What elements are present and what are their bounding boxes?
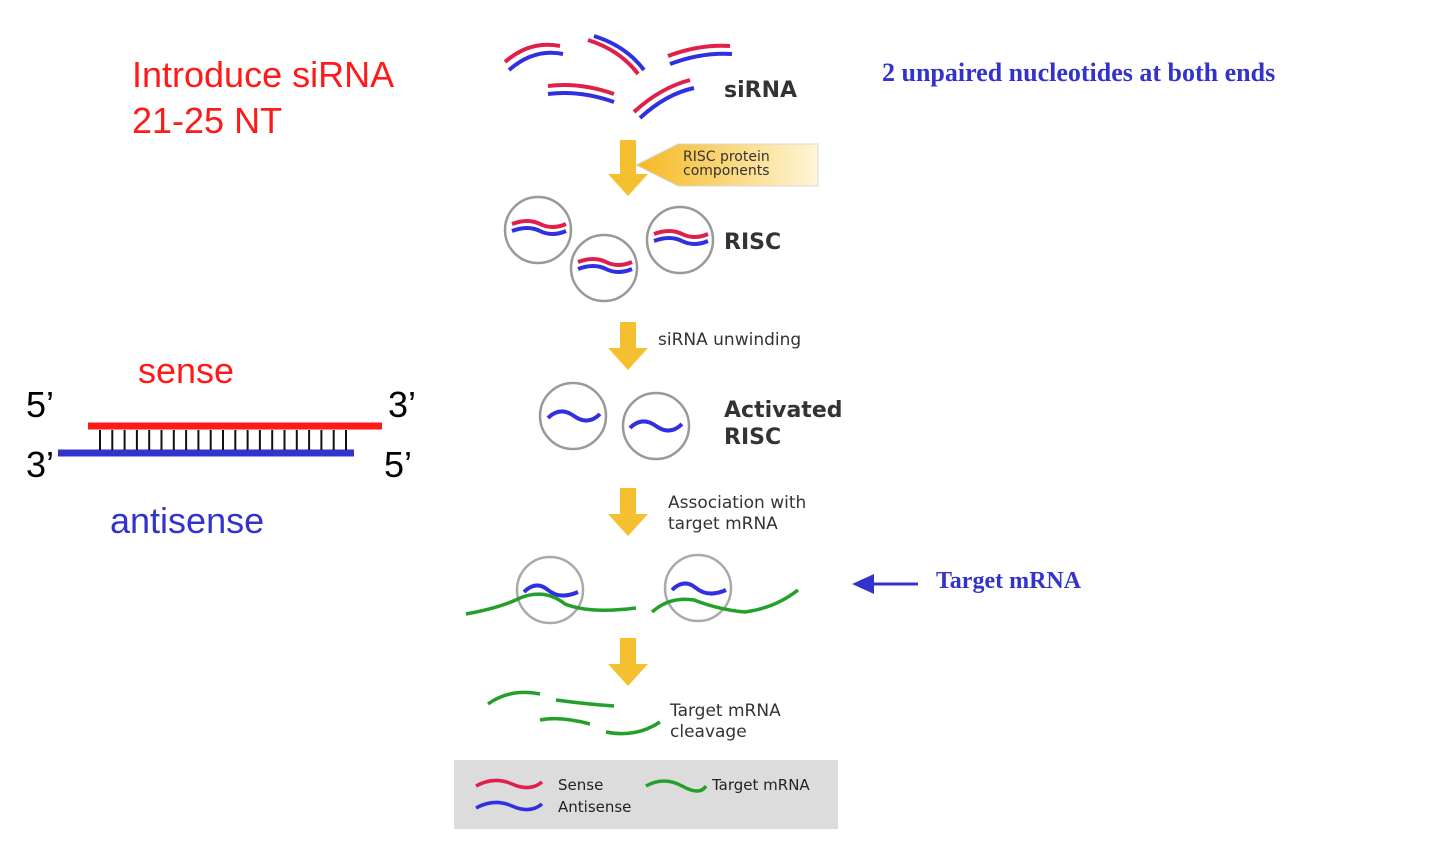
arrow-2	[608, 322, 648, 370]
risc-1	[503, 195, 573, 265]
step-association-label-line-2: target mRNA	[668, 514, 778, 534]
sirna-duplexes	[503, 34, 733, 120]
target-mrna-strand-2	[650, 588, 800, 614]
sirna-duplex-3	[667, 43, 733, 66]
prime-top-right: 3’	[388, 384, 417, 425]
activated-risc-1	[538, 381, 608, 451]
step-sirna-label: siRNA	[724, 78, 798, 103]
legend-box	[454, 760, 838, 829]
risc-protein-label-line-2: components	[683, 163, 770, 179]
step-unwinding-label: siRNA unwinding	[658, 330, 802, 350]
base-pair-rungs	[99, 430, 347, 450]
sirna-duplex-1	[503, 42, 564, 72]
legend-swatches	[475, 778, 708, 812]
antisense-label: antisense	[110, 500, 265, 541]
sirna-duplex-4	[547, 83, 615, 104]
target-pointer-arrow	[852, 574, 918, 594]
legend-sense-swatch	[475, 778, 544, 790]
prime-bottom-left: 3’	[26, 444, 55, 485]
sirna-duplex	[58, 422, 382, 457]
fragment-1	[486, 690, 541, 706]
target-mrna-strand-1	[465, 592, 637, 616]
legend-target-label: Target mRNA	[712, 776, 810, 794]
arrow-3	[608, 488, 648, 536]
risc-complexes	[503, 195, 715, 303]
step-activated-label-line-1: Activated	[724, 398, 843, 423]
cleaved-fragments	[486, 690, 661, 736]
title-line-2: 21-25 NT	[132, 100, 283, 141]
arrow-4	[608, 638, 648, 686]
process-arrows	[608, 140, 648, 686]
risc-protein-callout	[634, 143, 819, 187]
activated-risc	[538, 381, 691, 461]
fragment-2	[555, 698, 615, 708]
step-risc-label: RISC	[724, 230, 782, 255]
legend-antisense-label: Antisense	[558, 798, 632, 816]
target-mrna-pointer-label: Target mRNA	[936, 568, 1082, 594]
legend-target-swatch	[645, 779, 708, 793]
risc-protein-label-line-1: RISC protein	[683, 149, 770, 165]
step-cleavage-label-line-2: cleavage	[670, 722, 747, 742]
legend-antisense-swatch	[475, 800, 544, 812]
sirna-duplex-2	[587, 34, 646, 76]
fragment-3	[539, 716, 591, 726]
legend-sense-label: Sense	[558, 776, 604, 794]
activated-risc-2	[621, 391, 691, 461]
unpaired-nucleotides-note: 2 unpaired nucleotides at both ends	[882, 58, 1276, 87]
step-cleavage-label-line-1: Target mRNA	[670, 701, 781, 721]
step-activated-label-line-2: RISC	[724, 425, 782, 450]
sense-label: sense	[138, 350, 235, 391]
step-association-label-line-1: Association with	[668, 493, 807, 513]
prime-top-left: 5’	[26, 384, 55, 425]
arrow-1	[608, 140, 648, 196]
fragment-4	[605, 720, 661, 736]
risc-3	[645, 205, 715, 275]
risc-2	[569, 233, 639, 303]
title-line-1: Introduce siRNA	[132, 54, 395, 95]
prime-bottom-right: 5’	[384, 444, 413, 485]
sirna-duplex-5	[632, 78, 695, 120]
target-association	[465, 553, 800, 625]
